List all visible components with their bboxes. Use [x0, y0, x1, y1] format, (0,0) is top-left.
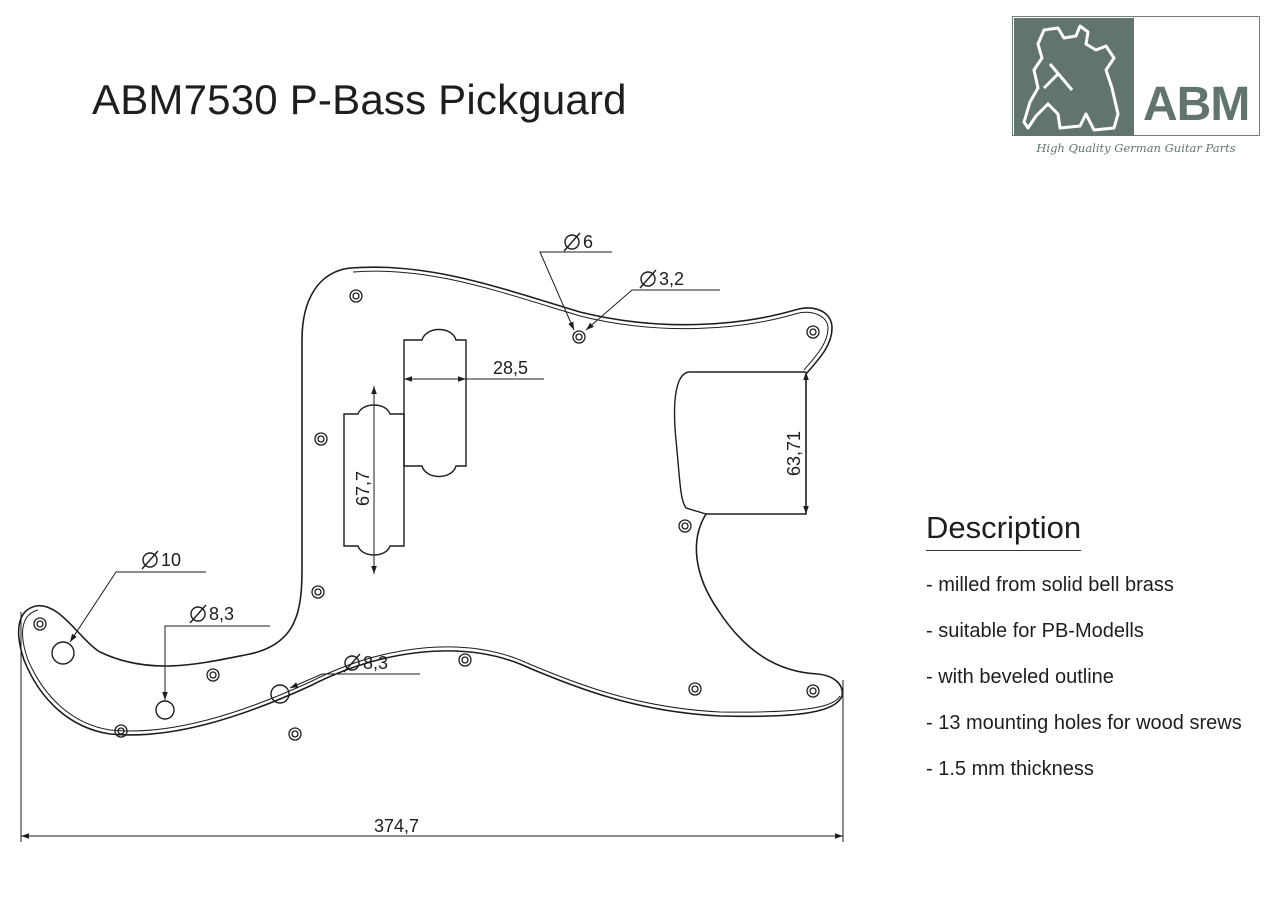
dim-label-hole-8-3-b: 8,3	[363, 653, 388, 673]
logo-tagline: High Quality German Guitar Parts	[1036, 141, 1236, 155]
diameter-symbols	[141, 232, 657, 673]
mounting-hole	[806, 325, 820, 339]
mounting-hole	[678, 519, 692, 533]
dim-label-overall-width: 374,7	[374, 816, 419, 836]
mounting-hole	[288, 727, 302, 741]
mounting-hole	[688, 682, 702, 696]
mounting-holes	[33, 289, 820, 741]
dim-label-hole-8-3-a: 8,3	[209, 604, 234, 624]
mounting-hole	[572, 330, 586, 344]
diameter-icon	[563, 232, 581, 252]
pickguard-outline	[17, 266, 844, 736]
control-holes	[51, 641, 290, 720]
description-item: - milled from solid bell brass	[926, 574, 1174, 596]
logo-brand-text: ABM	[1143, 78, 1250, 131]
leader-8-3-a	[162, 625, 270, 700]
dim-label-hole-3-2: 3,2	[659, 269, 684, 289]
description-item: - suitable for PB-Modells	[926, 620, 1144, 642]
dim-label-pickup-length: 67,7	[353, 471, 373, 506]
description-item: - with beveled outline	[926, 666, 1114, 688]
leader-6	[539, 251, 612, 331]
mounting-hole	[114, 724, 128, 738]
pot-hole-2	[270, 684, 290, 704]
diameter-icon	[343, 653, 361, 673]
diameter-icon	[639, 269, 657, 289]
pickup-cutout-lower	[343, 404, 405, 556]
description-heading: Description	[926, 510, 1082, 551]
page-title: ABM7530 P-Bass Pickguard	[92, 76, 627, 123]
dim-label-hole-6: 6	[583, 232, 593, 252]
mounting-hole	[33, 617, 47, 631]
pot-hole-1	[155, 700, 175, 720]
mounting-hole	[806, 684, 820, 698]
pickup-cutout-upper	[403, 328, 467, 478]
description-list: - milled from solid bell brass - suitabl…	[926, 570, 1242, 800]
mounting-hole	[349, 289, 363, 303]
mounting-hole	[314, 432, 328, 446]
leader-10	[69, 571, 206, 643]
diameter-icon	[189, 604, 207, 624]
dim-label-pickup-offset: 28,5	[493, 358, 528, 378]
guitarist-logo-icon	[1014, 18, 1134, 136]
leader-8-3-b	[289, 673, 420, 689]
abm-logo: ABM High Quality German Guitar Parts	[1012, 16, 1260, 158]
description-item: - 13 mounting holes for wood srews	[926, 712, 1242, 734]
dim-label-hole-10: 10	[161, 550, 181, 570]
mounting-hole	[206, 668, 220, 682]
dim-label-control-height: 63,71	[784, 431, 804, 476]
control-cutout	[673, 371, 806, 515]
logo-frame: ABM	[1012, 16, 1260, 136]
jack-hole	[51, 641, 75, 665]
mounting-hole	[458, 653, 472, 667]
mounting-hole	[311, 585, 325, 599]
diameter-icon	[141, 550, 159, 570]
leader-3-2	[585, 289, 720, 331]
description-item: - 1.5 mm thickness	[926, 758, 1094, 780]
